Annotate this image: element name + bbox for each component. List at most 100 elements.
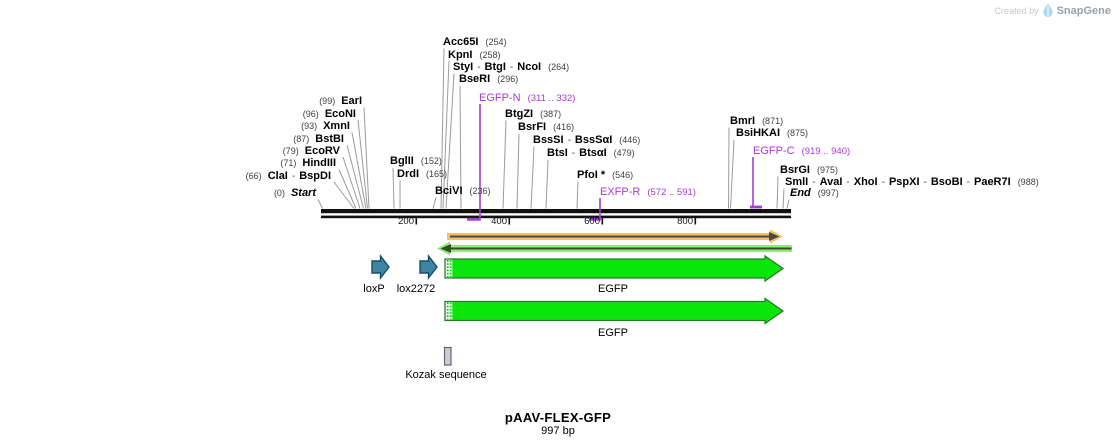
watermark-created-by: Created by xyxy=(994,5,1039,16)
primer-name: EGFP-C xyxy=(753,145,795,157)
feature-label-egfp-top[interactable]: EGFP xyxy=(598,283,628,295)
site-label-kpnI[interactable]: KpnI (258) xyxy=(448,50,500,61)
primer-label-egfp-n[interactable]: EGFP-N(311 .. 332) xyxy=(479,93,576,105)
feature-arrow-lox2272[interactable] xyxy=(419,253,438,281)
site-label-bstbI[interactable]: (87) BstBI xyxy=(293,134,344,145)
site-label-earI[interactable]: (99)EarI xyxy=(319,96,362,107)
site-label-styI-btgI-ncoI[interactable]: StyI-BtgI-NcoI(264) xyxy=(453,61,569,74)
site-position: (296) xyxy=(497,74,519,84)
site-position: (79) xyxy=(282,146,299,156)
enzyme-name: ClaI xyxy=(267,170,288,182)
enzyme-name: BtgZI xyxy=(505,108,534,120)
feature-arrow-loxp[interactable] xyxy=(371,253,390,281)
site-label-bglII[interactable]: BglII (152) xyxy=(390,156,442,167)
feature-block-kozak[interactable] xyxy=(443,346,452,366)
site-position: (87) xyxy=(293,134,310,144)
site-position: (871) xyxy=(762,116,784,126)
site-label-drdI[interactable]: DrdI(165) xyxy=(397,169,447,180)
connector-acc65I xyxy=(440,48,445,209)
feature-label-loxp[interactable]: loxP xyxy=(363,283,385,295)
site-position: (0) xyxy=(273,188,285,198)
site-label-bmrI[interactable]: BmrI (871) xyxy=(730,116,783,127)
dna-bar[interactable] xyxy=(321,209,791,214)
site-position: (387) xyxy=(540,109,562,119)
connector-hindIII xyxy=(338,169,357,209)
site-label-pfoI[interactable]: PfoI *(546) xyxy=(577,170,633,181)
site-label-smlI-group[interactable]: SmlI-AvaI-XhoI-PspXI-BsoBI-PaeR7I(988) xyxy=(785,176,1039,189)
enzyme-name: PaeR7I xyxy=(973,176,1011,188)
enzyme-name: StyI xyxy=(453,61,474,73)
primer-mark-egfp-n[interactable] xyxy=(467,104,481,221)
enzyme-name: BssSI xyxy=(533,134,564,146)
site-position: (975) xyxy=(816,165,838,175)
separator: - xyxy=(291,171,296,182)
site-label-start[interactable]: (0) Start xyxy=(274,188,316,199)
primer-label-egfp-c[interactable]: EGFP-C(919 .. 940) xyxy=(753,145,850,158)
primer-label-exfp-r[interactable]: EXFP-R (572 .. 591) xyxy=(600,186,696,199)
site-label-bsrfI[interactable]: BsrFI(416) xyxy=(518,122,574,133)
site-label-bsssI[interactable]: BssSI-BssSαI(446) xyxy=(533,134,640,147)
enzyme-name: BglII xyxy=(390,155,414,167)
enzyme-name: BsrGI xyxy=(780,164,810,176)
connector-lines xyxy=(317,48,790,209)
enzyme-name: BseRI xyxy=(459,73,491,85)
site-position: (99) xyxy=(319,96,336,106)
site-label-end[interactable]: End(997) xyxy=(790,188,839,199)
enzyme-name: BstBI xyxy=(315,133,344,145)
snapgene-logo-icon xyxy=(1042,4,1053,17)
enzyme-name: BsiHKAI xyxy=(736,127,781,139)
ruler-label-600: 600 xyxy=(584,216,600,227)
enzyme-name: BmrI xyxy=(730,115,756,127)
connector-ecorv xyxy=(342,156,361,209)
enzyme-name: Acc65I xyxy=(443,36,479,48)
site-position: (66) xyxy=(245,171,262,181)
feature-label-kozak[interactable]: Kozak sequence xyxy=(405,369,487,381)
site-label-econI[interactable]: (96)EcoNI xyxy=(303,109,356,120)
site-position: (152) xyxy=(420,156,442,166)
separator: - xyxy=(812,177,816,188)
site-position: (258) xyxy=(479,50,501,60)
site-position: (546) xyxy=(612,170,634,180)
enzyme-name: XmnI xyxy=(323,120,350,132)
forward-orf-arrow[interactable] xyxy=(447,229,783,244)
feature-label-lox2272[interactable]: lox2272 xyxy=(396,283,436,295)
site-label-btsI[interactable]: BtsI-BtsαI(479) xyxy=(547,148,635,160)
connector-bglII xyxy=(392,167,395,209)
enzyme-name: BssSαI xyxy=(574,134,613,146)
site-label-bsrgI[interactable]: BsrGI (975) xyxy=(780,165,838,176)
enzyme-name: EcoRV xyxy=(304,145,340,157)
primer-mark-exfp-r[interactable] xyxy=(589,198,601,221)
site-label-xmnI[interactable]: (93)XmnI xyxy=(301,121,350,132)
site-label-bcivI[interactable]: BciVI(236) xyxy=(435,186,491,197)
feature-arrow-egfp-top[interactable] xyxy=(444,254,785,283)
enzyme-name: PspXI xyxy=(888,176,920,188)
enzyme-name: BspDI xyxy=(299,170,331,182)
plasmid-length: 997 bp xyxy=(541,425,575,437)
connector-claI xyxy=(333,181,355,209)
site-label-bsihkaI[interactable]: BsiHKAI(875) xyxy=(736,128,808,139)
primer-name: EXFP-R xyxy=(600,186,641,198)
enzyme-name: KpnI xyxy=(448,49,473,61)
enzyme-name: BsrFI xyxy=(518,121,547,133)
enzyme-name: NcoI xyxy=(517,61,542,73)
connector-econI xyxy=(357,119,368,209)
site-label-acc65I[interactable]: Acc65I(254) xyxy=(443,37,507,48)
site-label-btgzI[interactable]: BtgZI (387) xyxy=(505,109,561,120)
connector-end xyxy=(786,199,790,209)
primer-range: (572 .. 591) xyxy=(647,187,696,198)
site-label-claI[interactable]: (66) ClaI-BspDI xyxy=(245,170,331,183)
enzyme-name: HindIII xyxy=(302,157,336,169)
map-start-label: Start xyxy=(290,187,316,199)
tick-200 xyxy=(415,216,418,225)
primer-mark-egfp-c[interactable] xyxy=(750,157,762,209)
primer-range: (311 .. 332) xyxy=(527,93,576,104)
connector-btgzI xyxy=(502,120,507,209)
reverse-orf-arrow[interactable] xyxy=(437,241,792,256)
feature-arrow-egfp-bottom[interactable] xyxy=(444,297,785,325)
feature-label-egfp-bottom[interactable]: EGFP xyxy=(598,327,628,339)
site-label-ecorv[interactable]: (79) EcoRV xyxy=(283,146,340,157)
site-label-hindIII[interactable]: (71)HindIII xyxy=(280,158,336,169)
site-label-bserI[interactable]: BseRI (296) xyxy=(459,74,518,85)
site-position: (479) xyxy=(613,148,635,158)
